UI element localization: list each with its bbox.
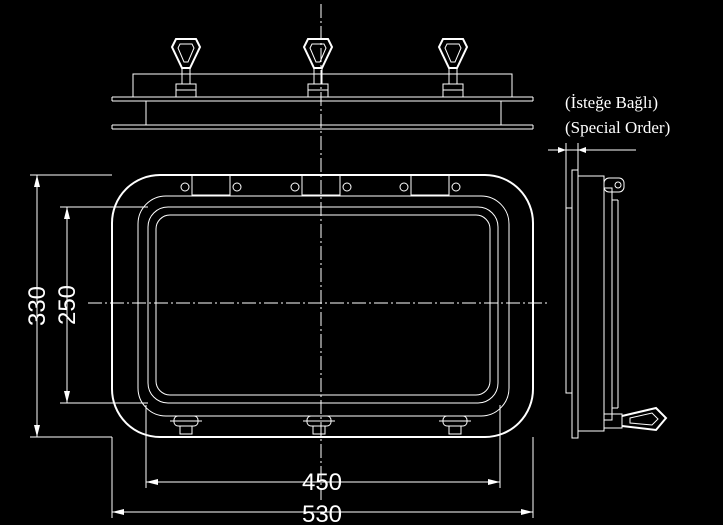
frame-inner-edge	[137, 195, 510, 417]
hinge-top-middle	[290, 174, 352, 196]
glass-outline	[147, 206, 499, 404]
optional-note: (İsteğe Bağlı) (Special Order)	[565, 93, 670, 137]
clear-width-label: 450	[302, 469, 342, 496]
hinge-top-left	[180, 174, 242, 196]
dog-bottom-left	[170, 415, 202, 435]
outer-frame	[111, 174, 534, 438]
dimension-overall-height: 330	[24, 174, 112, 438]
hinge-top-right	[399, 174, 461, 196]
handle-top-middle	[302, 38, 334, 98]
handle-top-right	[437, 38, 469, 98]
dog-bottom-right	[439, 415, 471, 435]
dimension-overall-width: 530	[111, 437, 534, 525]
handle-top-left	[170, 38, 202, 98]
overall-width-label: 530	[302, 501, 342, 525]
overall-height-label: 330	[24, 286, 51, 326]
glass-inner	[155, 214, 491, 396]
side-hinge	[603, 177, 625, 193]
side-handle	[603, 406, 668, 432]
top-view	[111, 38, 534, 130]
dog-bottom-middle	[303, 415, 335, 435]
front-view	[111, 174, 534, 438]
note-special-order: (Special Order)	[565, 118, 670, 137]
dimension-clear-width: 450	[145, 405, 501, 496]
clear-height-label: 250	[54, 285, 81, 325]
side-view	[548, 143, 668, 439]
note-optional-turkish: (İsteğe Bağlı)	[565, 93, 658, 112]
dimension-clear-height: 250	[54, 206, 148, 404]
center-lines	[88, 4, 548, 500]
